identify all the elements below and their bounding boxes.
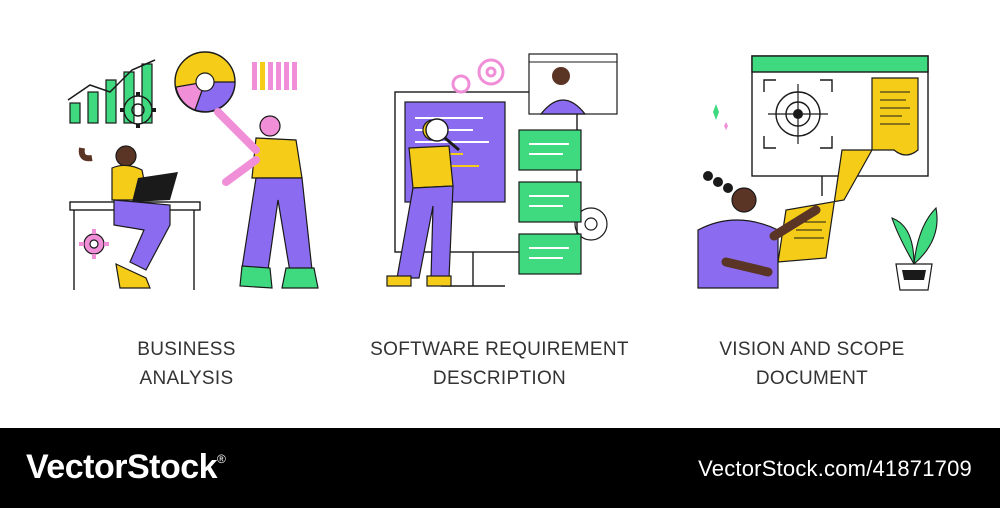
pie-chart-icon [174, 51, 236, 113]
requirement-cards [518, 129, 582, 275]
gear-icon [120, 92, 156, 128]
magnifier-icon [425, 118, 460, 152]
gear-icon [477, 58, 505, 86]
gear-icon [451, 74, 471, 94]
panel-caption: SOFTWARE REQUIREMENT DESCRIPTION [333, 335, 666, 393]
caption-line-2: DESCRIPTION [432, 368, 567, 389]
video-call-window [528, 53, 618, 115]
sparkle-icon [713, 104, 728, 130]
watermark-bar: VectorStock® VectorStock.com/41871709 [0, 428, 1000, 508]
caption-line-2: DOCUMENT [755, 368, 869, 389]
business-analysis-illustration [67, 51, 319, 290]
caption-line-1: SOFTWARE REQUIREMENT [370, 339, 629, 360]
panel-vision-scope: VISION AND SCOPE DOCUMENT [666, 0, 1000, 428]
mini-bar-chart-icon [252, 62, 297, 90]
caption-line-1: VISION AND SCOPE [719, 339, 905, 360]
panel-caption: VISION AND SCOPE DOCUMENT [666, 335, 958, 393]
software-requirement-illustration [386, 53, 618, 287]
panel-business-analysis: BUSINESS ANALYSIS [20, 0, 353, 428]
person-sitting [78, 145, 171, 289]
person-standing [214, 108, 319, 289]
panel-caption: BUSINESS ANALYSIS [20, 335, 353, 393]
presenting-woman [697, 171, 821, 289]
bar-chart-icon [67, 59, 156, 124]
panel-software-requirement: SOFTWARE REQUIREMENT DESCRIPTION [333, 0, 666, 428]
registered-mark: ® [217, 452, 226, 466]
vision-scope-illustration [697, 55, 938, 291]
plant-icon [891, 206, 938, 291]
person-with-magnifier [386, 118, 460, 287]
brand-logo: VectorStock® [26, 448, 226, 487]
gear-icon [79, 229, 109, 259]
target-icon [763, 79, 833, 149]
brand-name: VectorStock [26, 448, 218, 486]
image-url: VectorStock.com/41871709 [698, 456, 972, 481]
caption-line-1: BUSINESS [137, 339, 236, 360]
laptop-icon [132, 172, 178, 202]
gear-icon [574, 207, 608, 241]
caption-line-2: ANALYSIS [139, 368, 234, 389]
